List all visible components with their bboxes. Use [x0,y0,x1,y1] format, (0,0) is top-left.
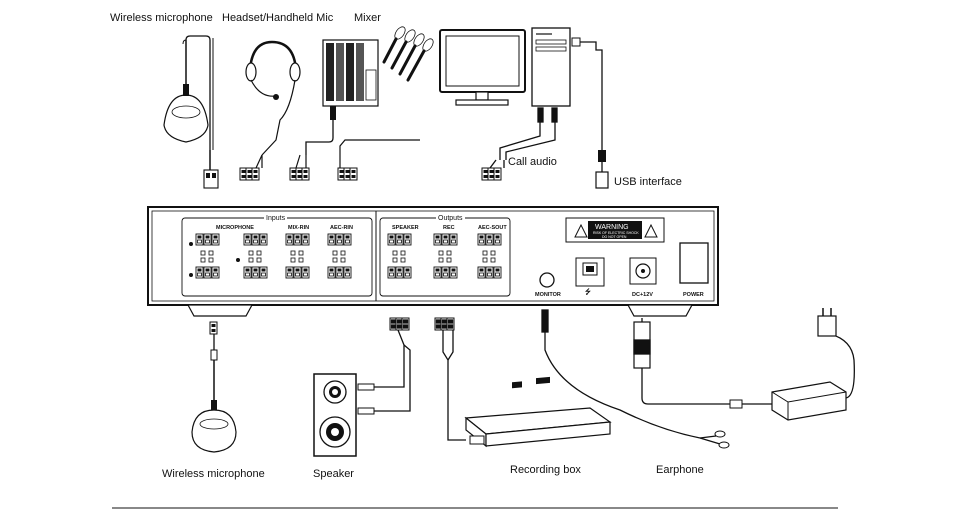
monitor-icon [439,29,526,106]
panel-aec-sout-label: AEC-SOUT [478,225,507,231]
power-cable [633,318,772,409]
label-earphone: Earphone [656,464,704,476]
wireless-mic-top-icon [163,35,219,189]
headset-icon [240,40,301,180]
label-speaker: Speaker [313,468,354,480]
label-wireless-mic-bottom: Wireless microphone [162,468,265,480]
label-mixer: Mixer [354,12,381,24]
label-recording-box: Recording box [510,464,581,476]
panel-speaker-label: SPEAKER [392,225,419,231]
usb-icon: ⭍ [585,289,591,296]
label-headset-mic: Headset/Handheld Mic [222,12,334,24]
computer-tower-icon [531,27,609,189]
label-usb-interface: USB interface [614,176,682,188]
wireless-mic-bottom-icon [191,321,237,453]
power-adapter-icon [771,308,855,421]
warning-icon [574,223,588,238]
panel-outputs-title: Outputs [436,213,465,225]
panel-warning-line2: DO NOT OPEN [602,235,627,239]
panel-rec-label: REC [443,225,455,231]
main-unit [147,206,719,317]
panel-microphone-label: MICROPHONE [216,225,254,231]
panel-warning-line1: RISK OF ELECTRIC SHOCK [593,231,639,235]
recording-box-icon [464,376,612,448]
speaker-icon [313,373,375,457]
label-wireless-mic-top: Wireless microphone [110,12,213,24]
panel-warning-label: WARNING [595,224,629,231]
panel-dc-label: DC+12V [632,292,653,298]
panel-mix-rin-label: MIX-RIN [288,225,310,231]
panel-inputs-title: Inputs [264,213,288,225]
label-call-audio: Call audio [508,156,557,168]
call-audio-cable [489,107,558,169]
panel-power-label: POWER [683,292,704,298]
mixer-icon [290,26,434,180]
speaker-cable [374,318,411,412]
panel-monitor-label: MONITOR [535,292,561,298]
earphone-icon [714,430,730,449]
panel-aec-rin-label: AEC-RIN [330,225,353,231]
earphone-cable [541,309,721,445]
rec-cable [435,318,466,441]
